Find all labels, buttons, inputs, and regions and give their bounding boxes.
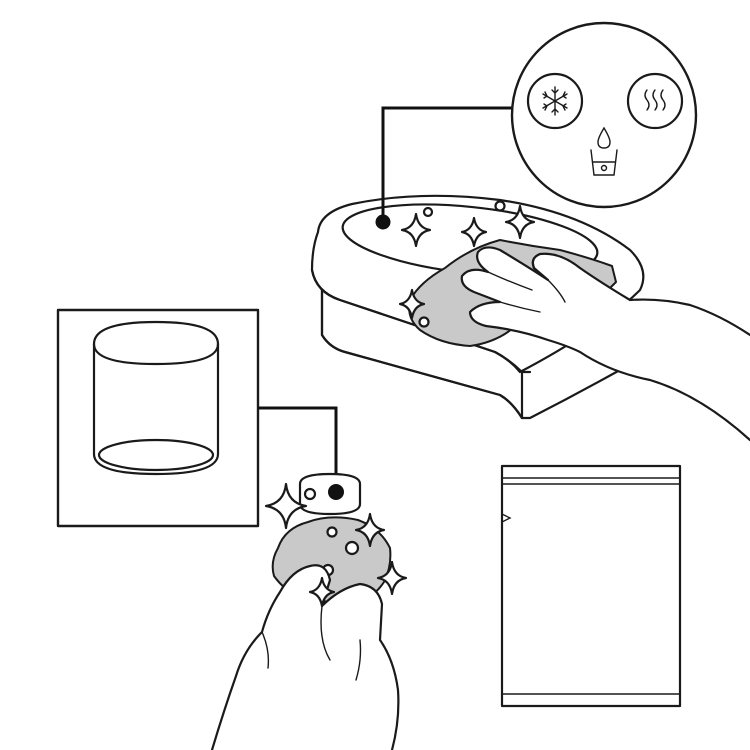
water-drop-cup-icon <box>590 126 618 176</box>
sparkle-icon <box>308 576 336 608</box>
leader-line-bottom <box>258 406 338 492</box>
snowflake-icon <box>526 72 584 130</box>
control-panel-callout <box>510 21 698 209</box>
sparkle-icon <box>376 560 408 596</box>
hand-cleaning-nozzle <box>210 564 400 750</box>
leader-dot-bottom <box>328 484 344 500</box>
sparkle-icon <box>400 212 432 248</box>
sparkle-icon <box>354 512 386 548</box>
sparkle-icon <box>504 204 536 240</box>
hand-wiping-dispenser <box>460 246 750 442</box>
nozzle-detail-inset <box>56 308 260 528</box>
sparkle-icon <box>460 216 488 248</box>
leader-line-top <box>381 106 520 222</box>
leader-dot-top <box>375 214 391 230</box>
sparkle-icon <box>264 482 308 530</box>
sparkle-icon <box>398 288 426 320</box>
zip-lock-bag <box>500 464 682 708</box>
indicator-light <box>422 206 434 218</box>
heat-waves-icon <box>626 72 684 130</box>
